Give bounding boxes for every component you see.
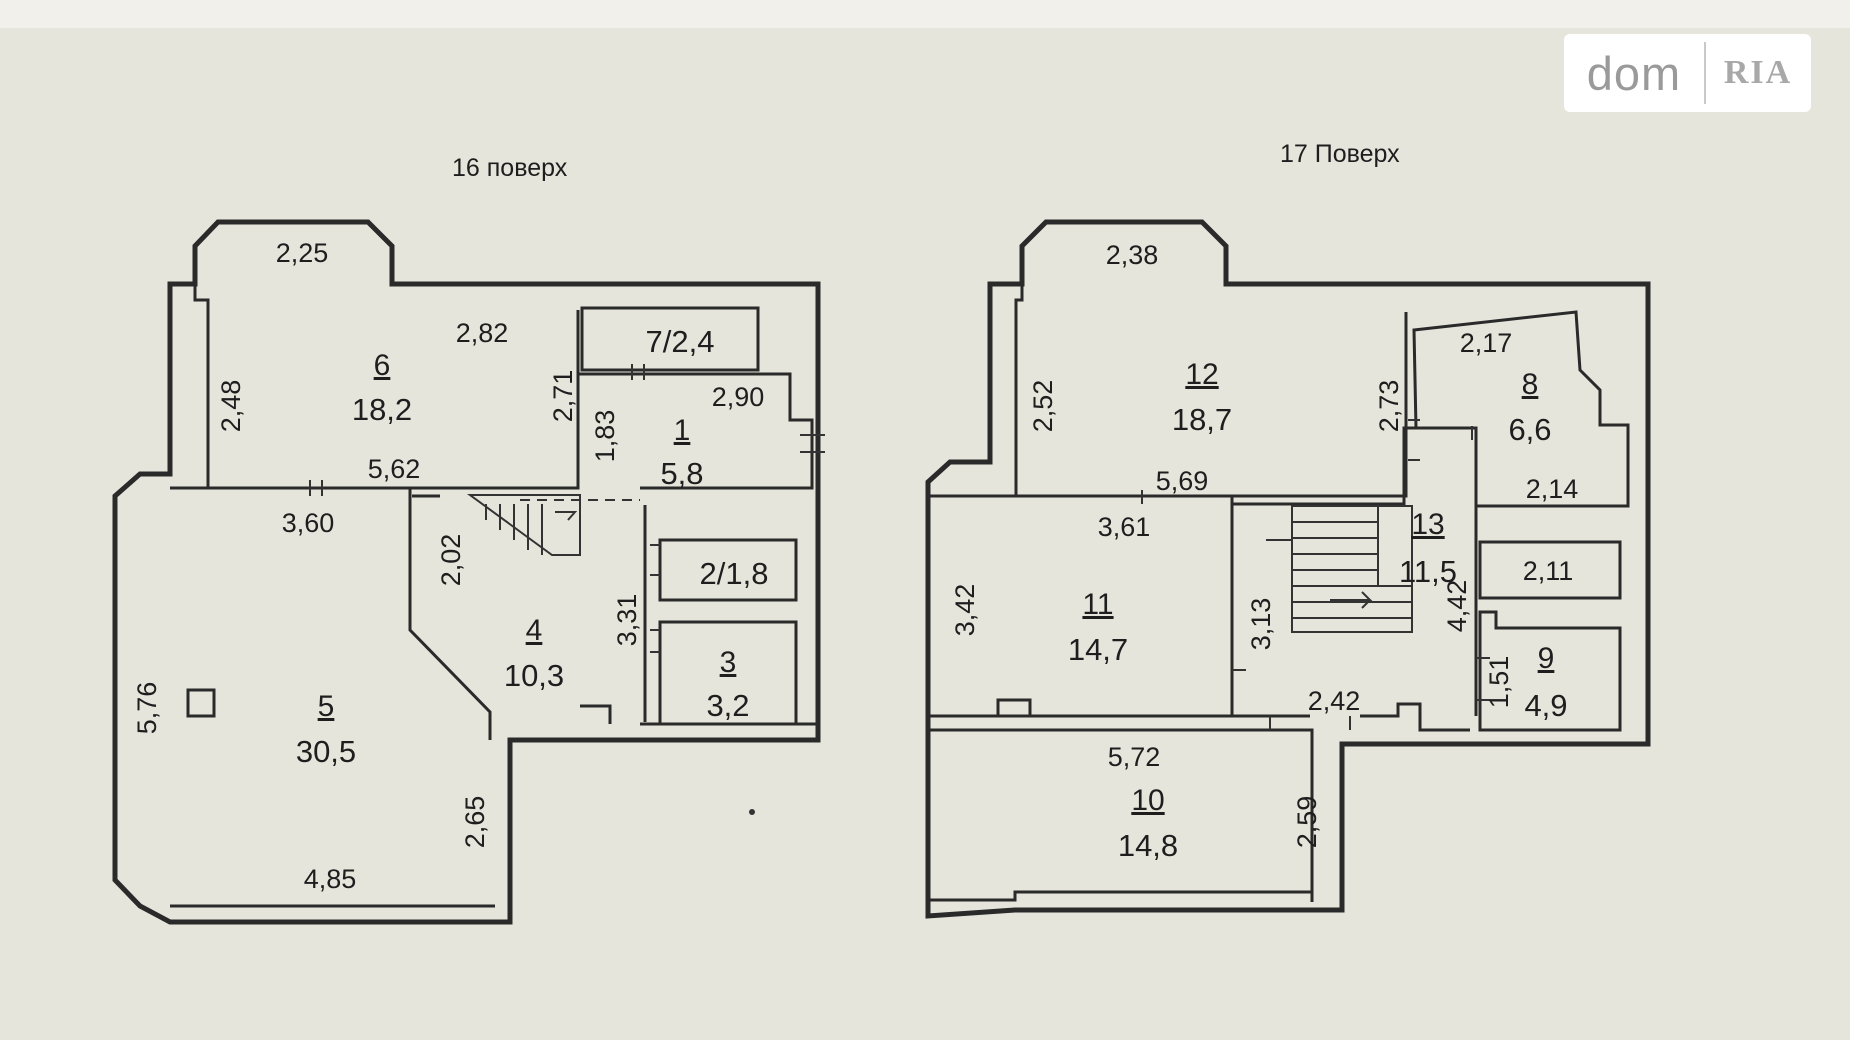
room-5-area: 30,5	[296, 734, 356, 769]
dim-3-61: 3,61	[1098, 512, 1151, 542]
dim-3-31: 3,31	[612, 594, 642, 647]
floor-16: 16 поверх	[112, 154, 825, 925]
dim-2-82: 2,82	[456, 318, 509, 348]
dim-5-69: 5,69	[1156, 466, 1209, 496]
dim-3-60: 3,60	[282, 508, 335, 538]
dim-2-71: 2,71	[548, 370, 578, 423]
speck	[749, 809, 755, 815]
floor-17-walls	[925, 219, 1651, 919]
room-8-area: 6,6	[1508, 412, 1551, 447]
dim-2-02: 2,02	[436, 534, 466, 587]
floor-17-title: 17 Поверх	[1280, 140, 1400, 168]
floor-16-rooms: 6 18,2 7/2,4 1 5,8 2/1,8 3 3,2 4 10,3 5 …	[296, 324, 769, 769]
room-11-number: 11	[1082, 588, 1113, 621]
room-12-number: 12	[1185, 358, 1218, 391]
room-1-number: 1	[674, 414, 691, 447]
room-4-area: 10,3	[504, 658, 564, 693]
room-7-label: 7/2,4	[646, 324, 715, 359]
dim-2-25: 2,25	[276, 238, 329, 268]
dim-2-11: 2,11	[1523, 556, 1574, 586]
dim-2-65: 2,65	[460, 796, 490, 849]
dim-5-72: 5,72	[1108, 742, 1161, 772]
chimney-shaft	[186, 688, 216, 718]
top-band	[0, 0, 1850, 28]
dim-4-85: 4,85	[304, 864, 357, 894]
dim-2-73: 2,73	[1374, 380, 1404, 433]
dim-5-62: 5,62	[368, 454, 421, 484]
logo-divider	[1704, 42, 1706, 104]
room-3-number: 3	[720, 646, 737, 679]
room-1-area: 5,8	[660, 456, 703, 491]
dim-3-42: 3,42	[950, 584, 980, 637]
room-13-area: 11,5	[1399, 554, 1457, 589]
dim-5-76: 5,76	[132, 682, 162, 735]
dim-1-83: 1,83	[590, 410, 620, 463]
room-13-number: 13	[1411, 508, 1444, 541]
room-11-area: 14,7	[1068, 632, 1128, 667]
dim-2-48: 2,48	[216, 380, 246, 433]
floor-17-rooms: 12 18,7 8 6,6 13 11,5 11 14,7 9 4,9 10 1…	[1068, 358, 1568, 863]
room-9-area: 4,9	[1524, 688, 1567, 723]
room-8-number: 8	[1522, 368, 1539, 401]
logo-dom-text: dom	[1586, 46, 1682, 100]
room-2-label: 2/1,8	[700, 556, 769, 591]
room-9-number: 9	[1538, 642, 1555, 675]
floor-16-title: 16 поверх	[452, 154, 568, 182]
room-12-area: 18,7	[1172, 402, 1232, 437]
dim-2-14: 2,14	[1526, 474, 1579, 504]
dim-4-42: 4,42	[1442, 580, 1472, 633]
room-6-area: 18,2	[352, 392, 412, 427]
floor-17: 17 Поверх 12 18,7	[925, 140, 1651, 919]
dim-3-13: 3,13	[1246, 598, 1276, 651]
dim-2-59: 2,59	[1292, 796, 1322, 849]
room-3-area: 3,2	[706, 688, 749, 723]
floor-16-dimensions: 2,25 2,82 2,48 2,71 5,62 2,90 1,83 3,60 …	[132, 238, 764, 894]
room-10-number: 10	[1131, 784, 1164, 817]
dim-1-51: 1,51	[1484, 656, 1514, 709]
floor-16-walls	[112, 219, 825, 925]
dim-2-38: 2,38	[1106, 240, 1159, 270]
floor-17-dimensions: 2,38 2,52 2,73 5,69 2,17 2,14 3,61 3,42 …	[950, 240, 1578, 848]
logo-ria-text: RIA	[1723, 54, 1793, 91]
room-6-number: 6	[374, 349, 391, 382]
room-4-number: 4	[526, 614, 543, 647]
room-10-area: 14,8	[1118, 828, 1178, 863]
room-5-number: 5	[318, 690, 335, 723]
dim-2-17: 2,17	[1460, 328, 1513, 358]
dim-2-52: 2,52	[1028, 380, 1058, 433]
domria-logo: dom RIA	[1564, 34, 1811, 112]
dim-2-42: 2,42	[1308, 686, 1361, 716]
dim-2-90: 2,90	[712, 382, 765, 412]
